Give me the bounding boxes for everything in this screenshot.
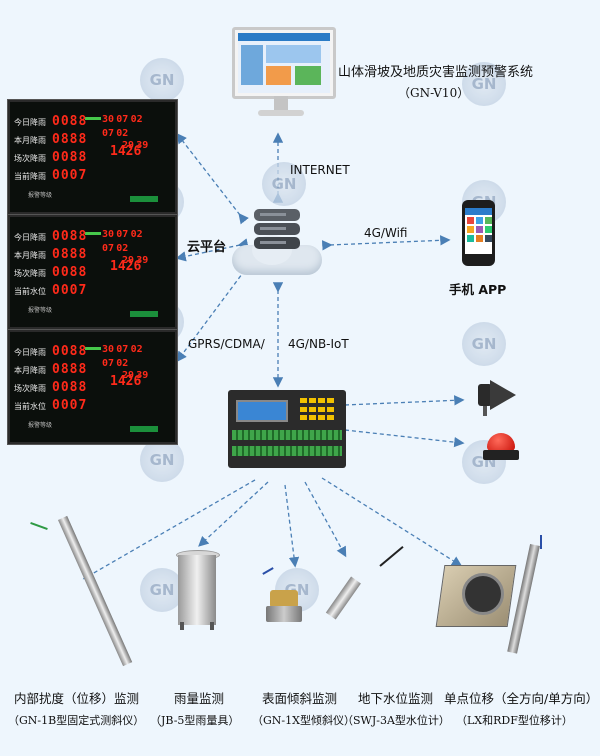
- panel-temp: 29 39: [122, 255, 149, 266]
- panel-time: 1426: [110, 259, 142, 274]
- sensor-model: （JB-5型雨量具）: [150, 714, 240, 727]
- sensor-name: 内部扰度（位移）监测: [14, 691, 140, 706]
- arrow-cloud-panel2: [175, 238, 249, 262]
- arrow-rtu-sensor5: [321, 477, 463, 567]
- panel-date: 30 07 02: [102, 229, 143, 240]
- arrow-rtu-siren: [336, 395, 465, 411]
- panel-date: 07 02: [102, 128, 129, 139]
- sensor-name: 单点位移（全方向/单方向）: [444, 691, 599, 706]
- panel-indicator: [130, 311, 158, 317]
- sensor-name: 雨量监测: [174, 691, 225, 706]
- arrow-rtu-sensor2: [198, 481, 269, 547]
- system-model: （GN-V10）: [398, 86, 470, 100]
- displacement-meter-illustration: [435, 535, 570, 655]
- siren-illustration: [478, 380, 518, 416]
- watermark-logo: GN: [140, 568, 184, 612]
- arrow-rtu-sensor1: [82, 479, 256, 580]
- panel-time: 1426: [110, 374, 142, 389]
- rain-gauge-illustration: [176, 550, 220, 630]
- watermark-logo: GN: [462, 62, 506, 106]
- panel-time: 1426: [110, 144, 142, 159]
- monitor-illustration: [232, 27, 336, 122]
- water-level-meter-illustration: [325, 545, 410, 635]
- panel-temp: 29 39: [122, 140, 149, 151]
- panel-alarm-label: 报警等级: [28, 422, 53, 429]
- sensor-model: （GN-1B型固定式测斜仪）: [8, 714, 145, 727]
- rtu-collector-illustration: [228, 390, 346, 468]
- panel-alarm-label: 报警等级: [28, 192, 53, 199]
- arrow-rtu-light: [336, 423, 465, 448]
- inclinometer-illustration: [10, 515, 133, 670]
- arrow-cloud-panel3: [176, 260, 254, 363]
- panel-date: 30 07 02: [102, 344, 143, 355]
- cloud-server-illustration: [232, 197, 327, 282]
- panel-date: 07 02: [102, 358, 129, 369]
- app-label: 手机 APP: [449, 282, 507, 297]
- link-gprs-label: GPRS/CDMA/: [188, 337, 265, 351]
- phone-illustration: [462, 200, 495, 266]
- watermark-logo: GN: [140, 438, 184, 482]
- sensor-model: （SWJ-3A型水位计）: [342, 714, 450, 727]
- panel-temp: 29 39: [122, 370, 149, 381]
- panel-alarm-label: 报警等级: [28, 307, 53, 314]
- arrow-cloud-panel1: [176, 132, 249, 225]
- arrow-cloud-app: [321, 235, 451, 251]
- panel-indicator: [130, 426, 158, 432]
- watermark-logo: GN: [140, 58, 184, 102]
- sensor-name: 表面倾斜监测: [262, 691, 338, 706]
- watermark-logo: GN: [462, 322, 506, 366]
- warning-light-illustration: [483, 433, 519, 461]
- panel-date: 07 02: [102, 243, 129, 254]
- arrow-rtu-sensor3: [284, 484, 300, 568]
- watermark-logo: GN: [262, 162, 306, 206]
- sensor-model: （GN-1X型倾斜仪）: [252, 714, 355, 727]
- link-4g-wifi-label: 4G/Wifi: [364, 226, 408, 240]
- system-title: 山体滑坡及地质灾害监测预警系统: [338, 65, 534, 80]
- sensor-model: （LX和RDF型位移计）: [456, 714, 573, 727]
- sensor-name: 地下水位监测: [358, 691, 434, 706]
- cloud-platform-label: 云平台: [187, 240, 227, 255]
- link-nbiot-label: 4G/NB-IoT: [288, 337, 349, 351]
- tilt-meter-illustration: [262, 567, 306, 624]
- link-internet-label: INTERNET: [290, 163, 350, 177]
- panel-indicator: [130, 196, 158, 202]
- arrow-rtu-sensor4: [304, 481, 347, 558]
- panel-date: 30 07 02: [102, 114, 143, 125]
